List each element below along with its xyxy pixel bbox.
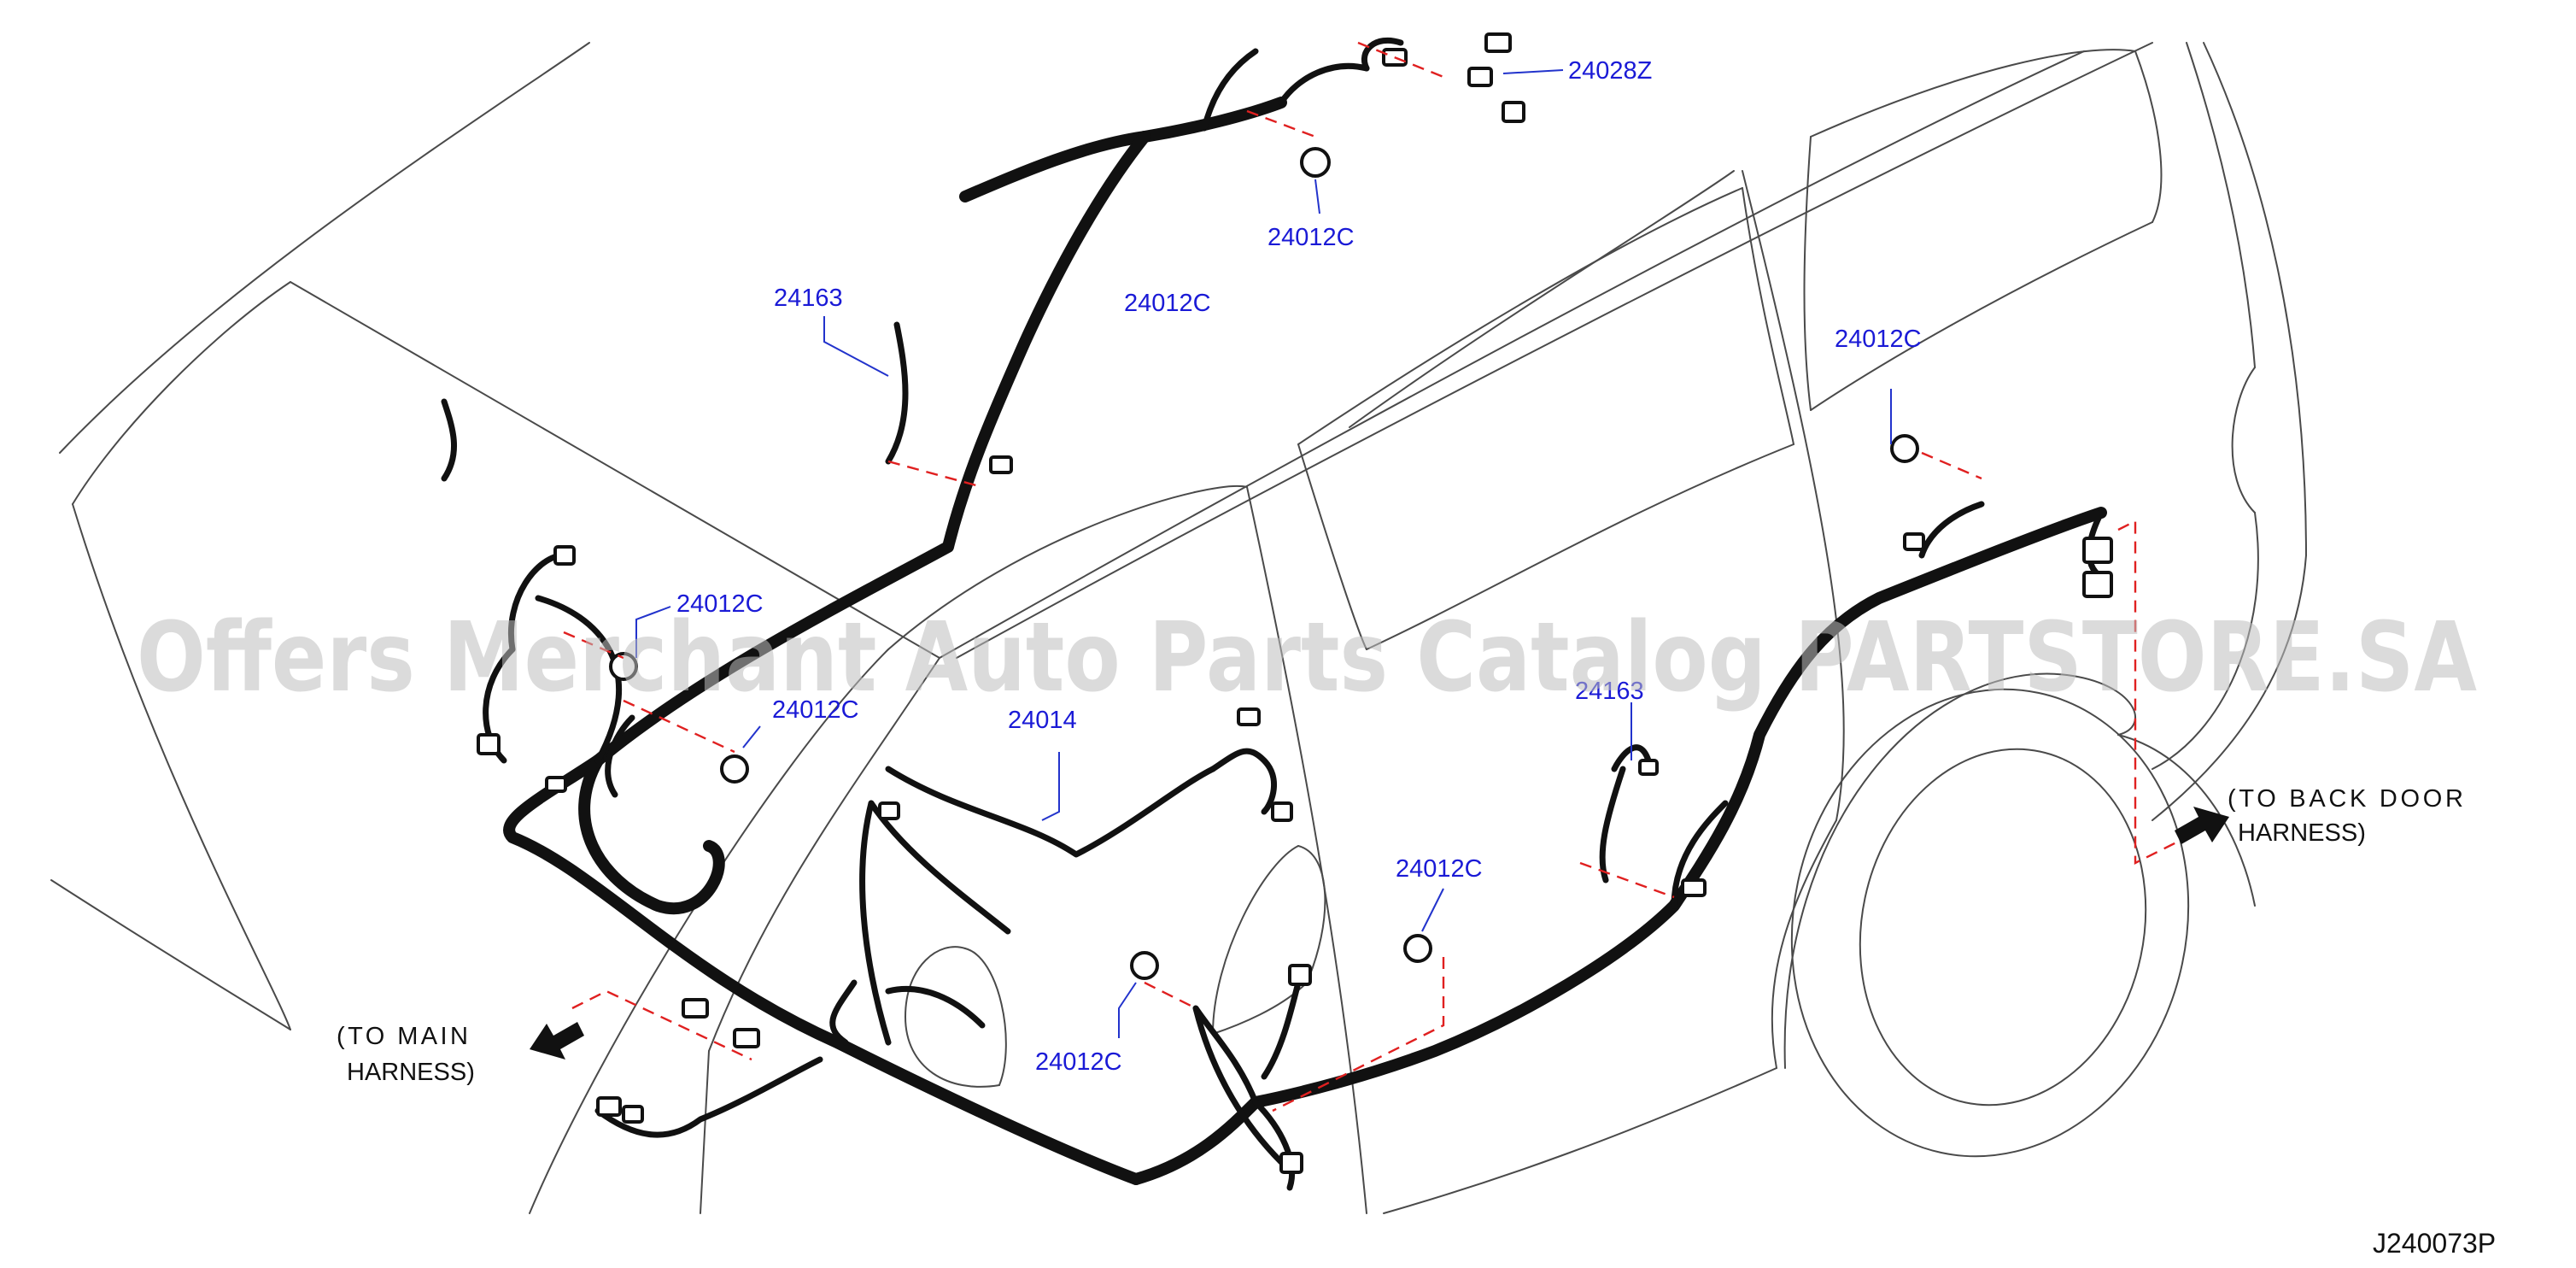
part-label: 24163 [774, 285, 843, 312]
part-label: 24012C [676, 590, 764, 618]
clip-fasteners [609, 147, 1919, 980]
vehicle-body-outline [50, 42, 2307, 1214]
arrow-left-down-icon [530, 1022, 584, 1060]
clip-icon [1130, 951, 1159, 980]
clip-icon [1403, 934, 1432, 963]
part-label: 24012C [1835, 326, 1922, 353]
note-to-main-harness: (TO MAIN HARNESS) [337, 1022, 584, 1086]
clip-icon [1300, 147, 1331, 178]
label-leaders [635, 69, 1892, 1038]
diagram-id: J240073P [2373, 1228, 2496, 1259]
note-to-back-door-harness: (TO BACK DOOR HARNESS) [2175, 785, 2463, 847]
part-label: 24012C [1124, 290, 1211, 317]
clip-icon [1890, 434, 1919, 463]
part-label: 24028Z [1568, 57, 1652, 85]
watermark-text: Offers Merchant Auto Parts Catalog PARTS… [137, 602, 2477, 713]
part-label: 24163 [1575, 678, 1644, 705]
note-main-line2: HARNESS) [347, 1059, 475, 1086]
harness-routing [441, 37, 2113, 1191]
note-back-line2: HARNESS) [2238, 819, 2366, 847]
part-label: 24012C [1396, 855, 1483, 883]
part-label: 24014 [1008, 707, 1077, 734]
part-label: 24012C [1268, 224, 1355, 251]
arrow-right-up-icon [2175, 807, 2229, 844]
clip-icon [609, 652, 638, 681]
clip-icon [720, 754, 749, 784]
connectors [477, 32, 2113, 1174]
part-label: 24012C [1035, 1048, 1122, 1076]
reference-dash-lines [563, 41, 2187, 1112]
part-label: 24012C [772, 696, 859, 724]
part-number-labels: 24028Z 24012C 24012C 24163 24012C 24012C… [676, 57, 1922, 1076]
note-main-line1: (TO MAIN [337, 1023, 468, 1050]
note-back-line1: (TO BACK DOOR [2228, 785, 2463, 813]
